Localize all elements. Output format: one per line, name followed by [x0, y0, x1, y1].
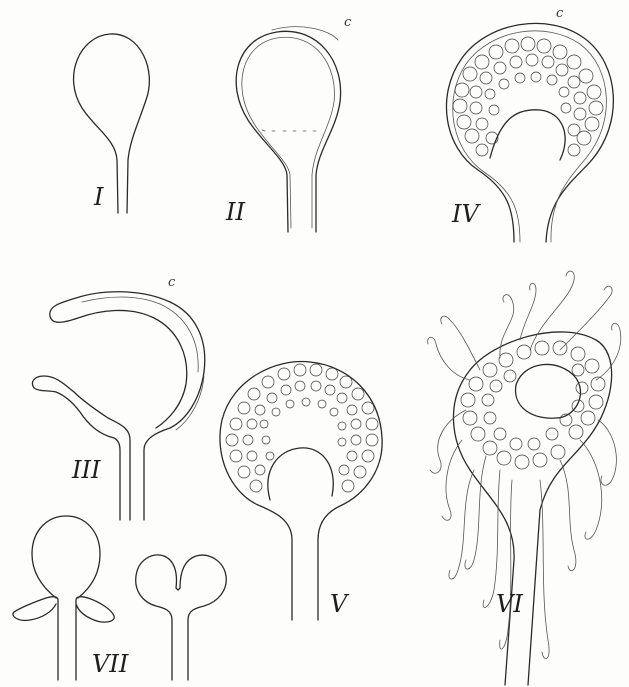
figure-6-hyphae — [428, 271, 621, 659]
figure-7: VII — [13, 516, 226, 680]
figure-3-label: III — [71, 456, 101, 484]
figure-5-label: V — [330, 590, 350, 618]
figure-2: c II — [225, 15, 352, 232]
figure-1: I — [74, 34, 150, 213]
figure-2-marker: c — [344, 15, 352, 30]
figure-6: VI — [428, 271, 621, 685]
figure-2-label: II — [225, 198, 245, 226]
figure-6-label: VI — [496, 590, 523, 618]
figure-5: V — [220, 362, 382, 620]
figure-4: c IV — [446, 6, 613, 242]
figure-4-label: IV — [451, 200, 481, 228]
figure-1-label: I — [93, 183, 104, 211]
figure-4-cell-ring — [453, 37, 603, 156]
figure-3-marker: c — [168, 275, 176, 290]
figure-7-label: VII — [92, 650, 129, 678]
figure-5-cell-ring — [226, 364, 378, 492]
figure-4-marker: c — [556, 6, 564, 21]
figure-6-cell-ring — [461, 341, 605, 469]
figure-3: c III — [32, 275, 204, 520]
